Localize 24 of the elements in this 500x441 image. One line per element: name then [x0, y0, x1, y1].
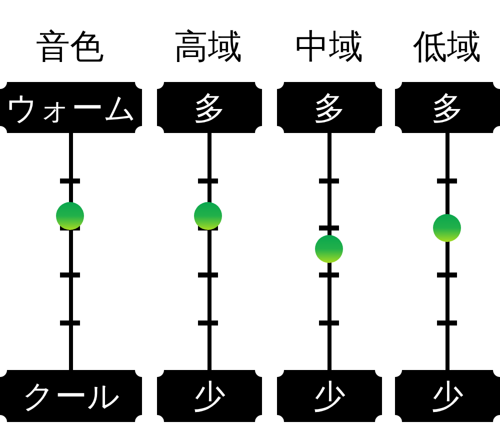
column-heading: 高域	[174, 30, 242, 64]
scale-line	[328, 133, 332, 370]
scale-line	[446, 133, 450, 370]
tag-label: 多	[194, 92, 226, 124]
tag-label: 少	[432, 380, 464, 412]
column-heading: 低域	[413, 30, 481, 64]
scale-line	[69, 133, 73, 370]
tag-label: 少	[194, 380, 226, 412]
scale-line	[208, 133, 212, 370]
scale-end-tag	[277, 370, 382, 422]
scale-end-tag	[395, 82, 500, 133]
tag-label: 多	[314, 92, 346, 124]
scale-end-tag	[0, 82, 142, 133]
tag-label: ウォーム	[6, 92, 136, 124]
column-heading: 中域	[295, 30, 363, 64]
scale-end-tag	[395, 370, 500, 422]
tag-label: 少	[314, 380, 346, 412]
column-heading: 音色	[36, 30, 104, 64]
scale-end-tag	[157, 82, 262, 133]
scale-end-tag	[0, 370, 142, 422]
scale-end-tag	[157, 370, 262, 422]
tag-label: 多	[432, 92, 464, 124]
scale-end-tag	[277, 82, 382, 133]
tag-label: クール	[22, 380, 120, 412]
